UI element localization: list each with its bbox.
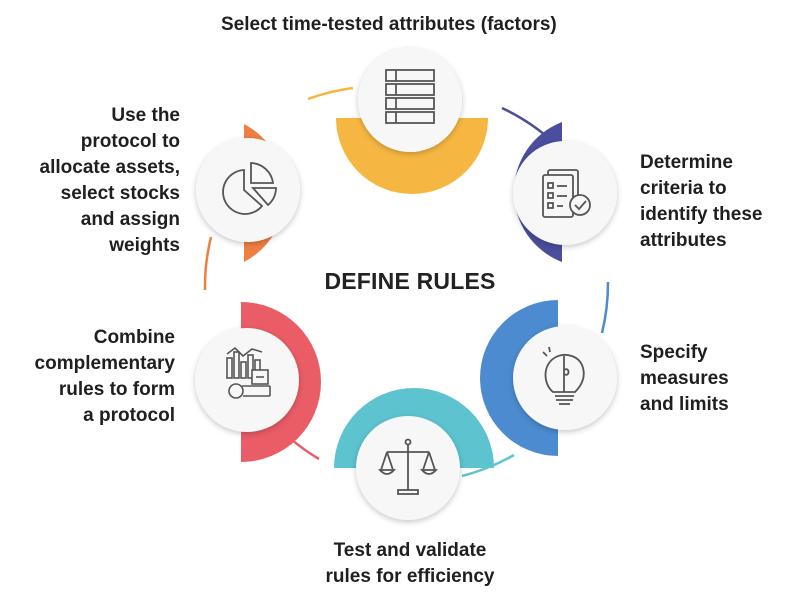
label-line: Determine [640,152,733,173]
label-line: rules to form [58,379,175,400]
checklist-icon [542,169,591,218]
label-line: protocol to [80,131,180,152]
label-line: allocate assets, [39,157,180,178]
connector-arc-6 [203,236,213,291]
label-line: measures [640,368,729,389]
label-line: Select time-tested attributes (factors) [221,14,557,35]
step-circle-5 [195,328,299,432]
label-line: attributes [640,230,727,251]
label-line: and limits [640,394,729,415]
balance-scale-icon [378,438,438,495]
table-rows-icon [385,69,435,124]
connector-arc-3 [600,281,610,334]
diagram-title: DEFINE RULES [324,268,496,294]
label-line: identify these [640,204,763,225]
step-label-test-validate: Test and validate rules for efficiency [300,538,520,590]
step-label-use-protocol: Use the protocol to allocate assets, sel… [40,103,180,259]
label-line: Specify [640,342,708,363]
pie-chart-icon [222,162,277,215]
step-label-combine-rules: Combine complementary rules to form a pr… [35,325,175,429]
label-line: Test and validate [333,540,487,561]
step-label-select-attributes: Select time-tested attributes (factors) [221,12,557,38]
label-line: complementary [34,353,175,374]
lightbulb-puzzle-icon [542,346,585,405]
label-line: Use the [111,105,180,126]
step-circle-3 [513,326,617,430]
label-line: criteria to [640,178,727,199]
label-line: weights [109,235,180,256]
connector-arc-1 [307,86,354,101]
label-line: select stocks [60,183,180,204]
label-line: a protocol [83,405,175,426]
step-circle-6 [196,138,300,242]
label-line: Combine [93,327,175,348]
charts-toolkit-icon [226,346,271,399]
step-label-specify-measures: Specify measures and limits [640,340,729,418]
label-line: rules for efficiency [325,566,495,587]
step-circle-1 [358,48,462,152]
label-line: and assign [80,209,180,230]
step-label-determine-criteria: Determine criteria to identify these att… [640,150,762,254]
